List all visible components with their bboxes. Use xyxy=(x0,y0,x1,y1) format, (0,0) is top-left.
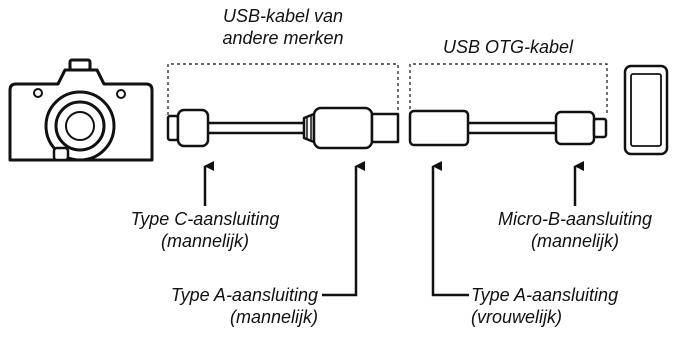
cable-brackets xyxy=(167,63,608,115)
type-a-female-connector-gender: (vrouwelijk) xyxy=(471,307,563,327)
bracket-usb-cable xyxy=(167,63,399,115)
type-a-male-connector-gender: (mannelijk) xyxy=(229,307,318,327)
usb-cable-other-brands xyxy=(166,106,400,150)
otg-cable-label: USB OTG-kabel xyxy=(442,37,574,57)
arrow-type-a-female xyxy=(431,161,469,297)
type-a-male-connector-label: Type A-aansluiting (mannelijk) xyxy=(100,284,318,328)
arrow-type-a-male xyxy=(322,161,365,297)
type-c-connector-label: Type C-aansluiting (mannelijk) xyxy=(110,208,300,252)
type-c-plug-tip xyxy=(166,114,180,142)
usb-cable-other-brands-label: USB-kabel van andere merken xyxy=(203,5,363,49)
type-a-male-connector-name: Type A-aansluiting xyxy=(170,285,318,305)
type-a-plug xyxy=(312,106,374,150)
type-c-connector-gender: (mannelijk) xyxy=(160,231,250,251)
micro-b-plug-tip xyxy=(592,117,608,139)
bracket-otg-cable xyxy=(409,63,608,115)
micro-b-connector-name: Micro-B-aansluiting xyxy=(497,209,653,229)
type-c-plug xyxy=(176,108,210,148)
type-a-female-connector-name: Type A-aansluiting xyxy=(471,285,619,305)
pointer-arrows xyxy=(203,161,584,297)
usb-cable-label-line1: USB-kabel van xyxy=(222,6,344,26)
micro-b-connector-gender: (mannelijk) xyxy=(530,231,620,251)
usb-otg-cable xyxy=(408,109,608,147)
type-a-plug-tip xyxy=(370,112,400,144)
smartphone-icon xyxy=(623,64,669,156)
micro-b-connector-label: Micro-B-aansluiting (mannelijk) xyxy=(470,208,679,252)
camera-icon xyxy=(8,58,154,162)
usb-cable-label-line2: andere merken xyxy=(222,28,344,48)
type-a-female-connector-label: Type A-aansluiting (vrouwelijk) xyxy=(471,284,671,328)
type-c-connector-name: Type C-aansluiting xyxy=(130,209,280,229)
type-a-receptacle xyxy=(408,109,470,147)
micro-b-plug xyxy=(554,110,596,146)
